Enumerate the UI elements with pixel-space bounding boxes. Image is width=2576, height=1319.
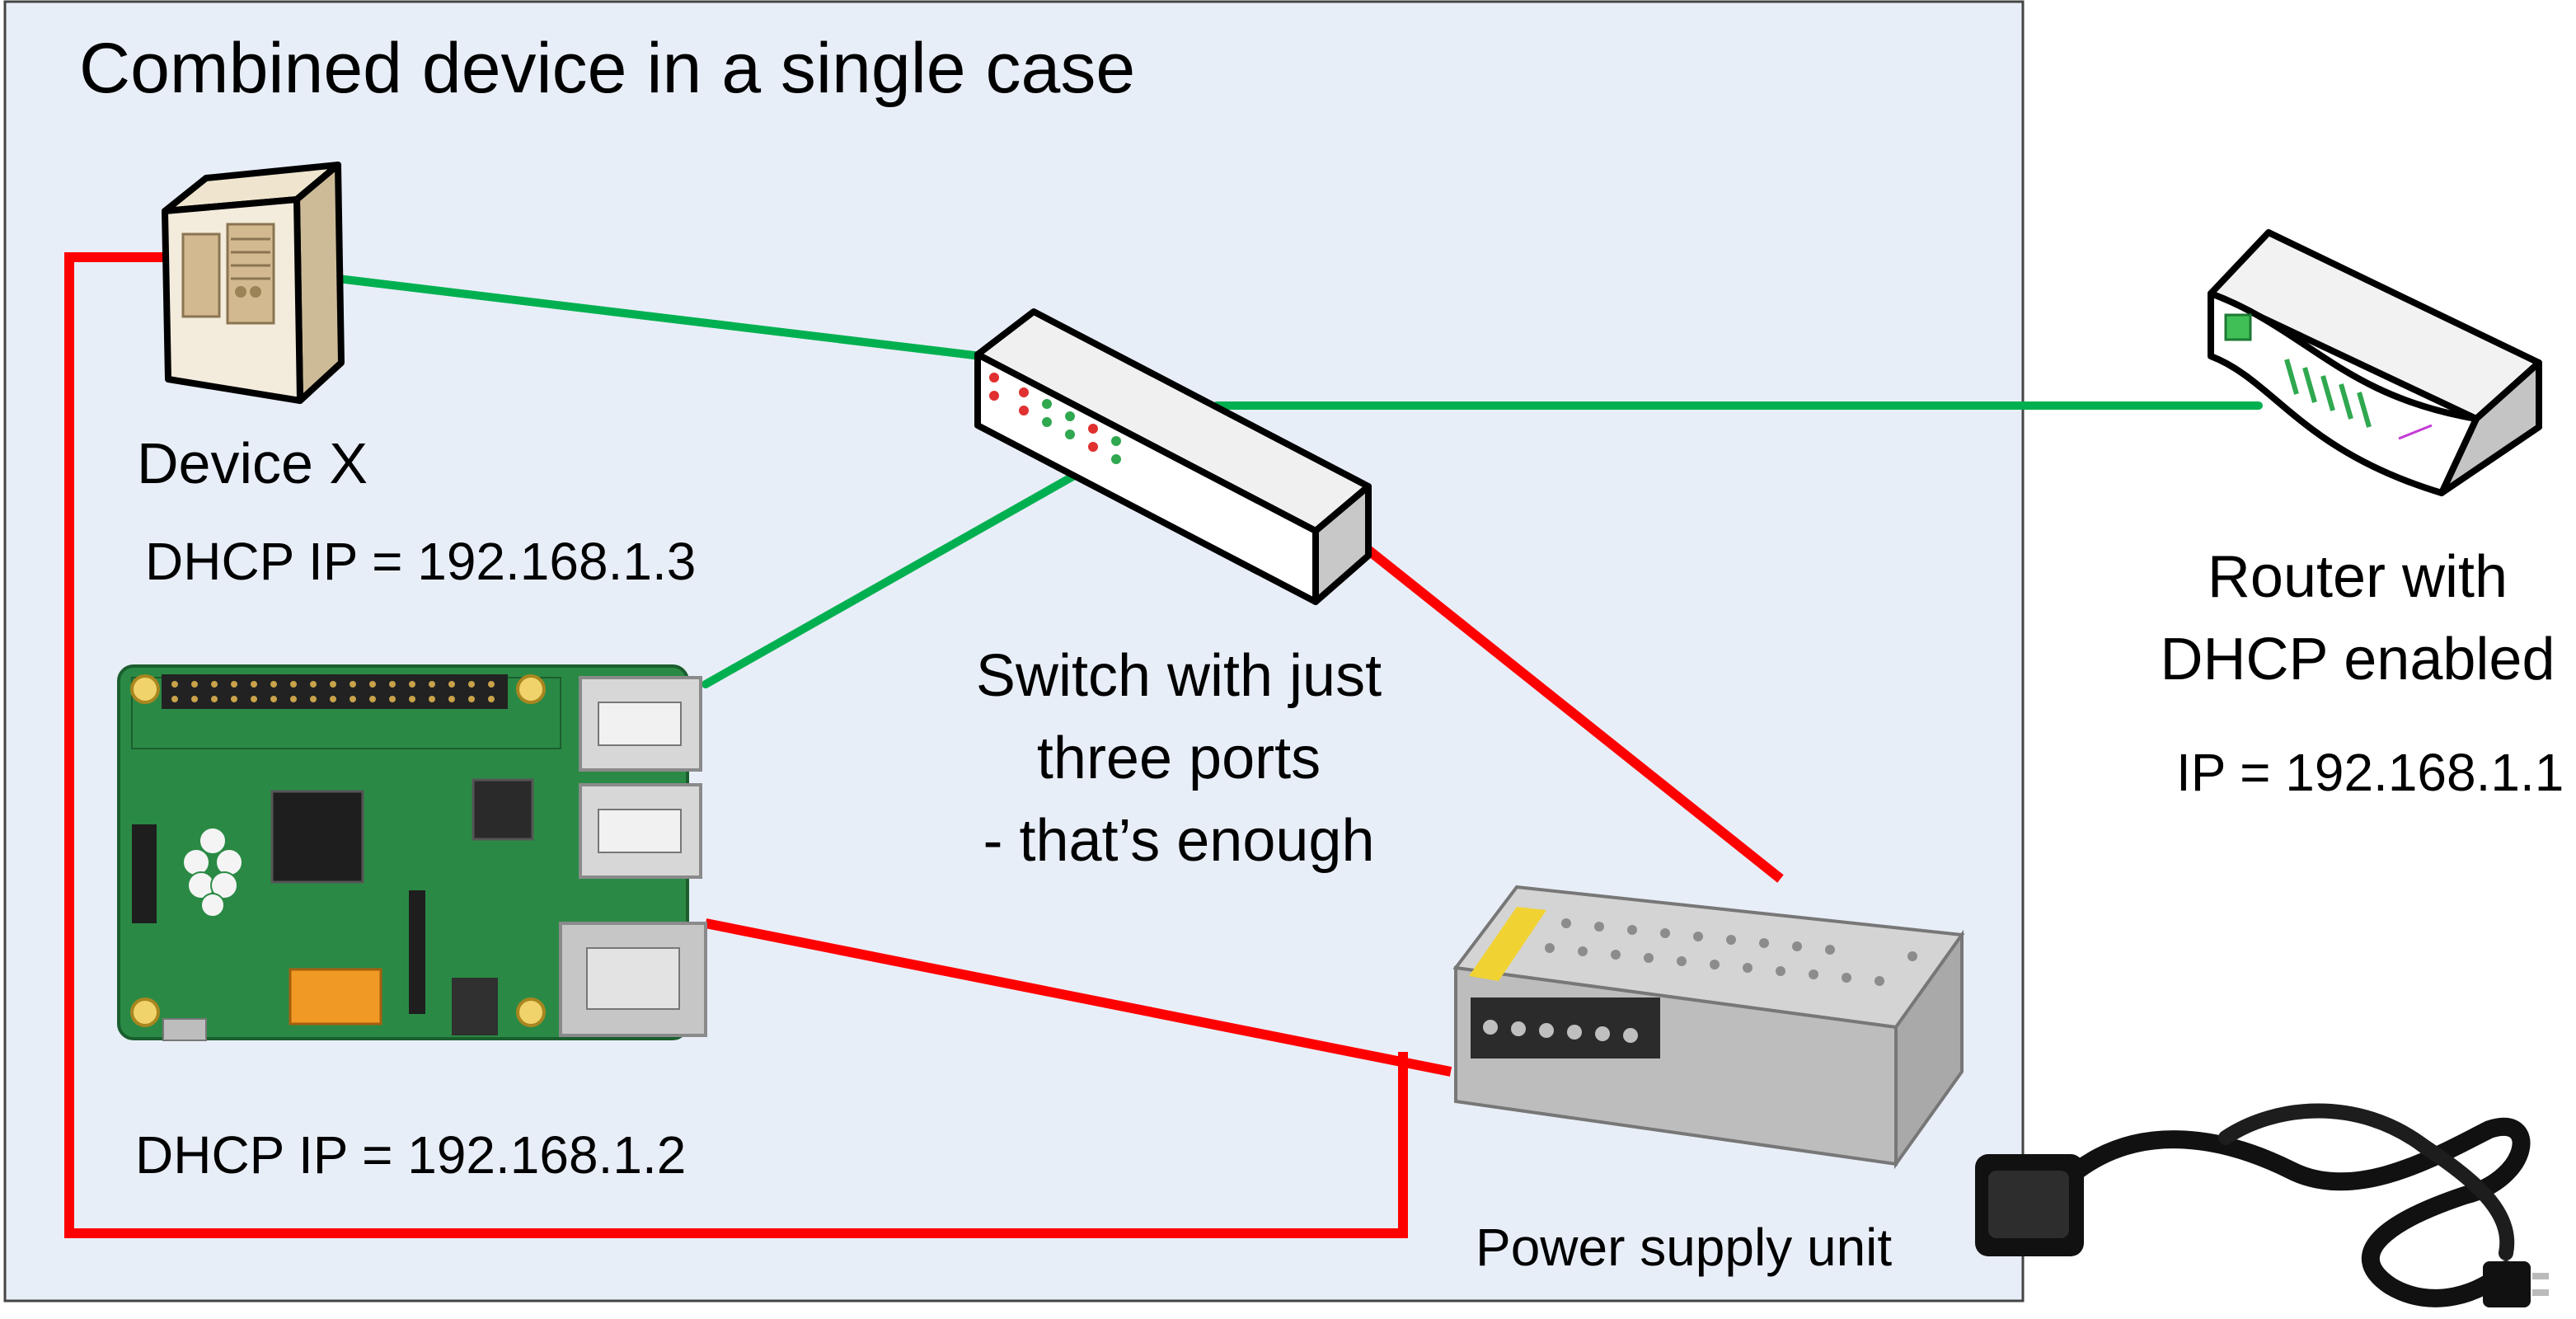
router-label-line-1: Router with <box>2207 544 2508 610</box>
power-cord-icon <box>1975 1103 2549 1307</box>
network-cables <box>334 275 2263 688</box>
device-x-ip: DHCP IP = 192.168.1.3 <box>145 532 697 591</box>
switch-icon <box>974 308 1372 605</box>
cable-switch-pi <box>701 467 1086 688</box>
device-x-label: Device X <box>137 431 368 495</box>
switch-label-line-2: three ports <box>1036 725 1321 791</box>
switch-label-line-1: Switch with just <box>975 643 1382 709</box>
power-cables <box>64 252 1784 1238</box>
case-title: Combined device in a single case <box>79 29 1136 108</box>
power-cable-pi <box>704 918 1452 1077</box>
router-icon <box>2208 229 2542 496</box>
power-cable-devicex <box>64 252 1408 1238</box>
power-supply-icon <box>1452 885 1965 1170</box>
switch-label-line-3: - that’s enough <box>983 808 1375 874</box>
raspberry-pi-board <box>117 664 707 1041</box>
router-ip: IP = 192.168.1.1 <box>2176 743 2564 802</box>
router-label-line-2: DHCP enabled <box>2160 627 2555 692</box>
psu-label: Power supply unit <box>1476 1218 1893 1277</box>
raspberry-logo-icon <box>182 827 243 918</box>
power-cable-switch <box>1362 543 1784 883</box>
cable-devicex-switch <box>334 275 985 360</box>
switch-label: Switch with just three ports - that’s en… <box>923 635 1434 882</box>
device-x-icon <box>162 162 345 404</box>
router-label: Router with DHCP enabled <box>2143 536 2572 701</box>
raspberry-pi-ip: DHCP IP = 192.168.1.2 <box>135 1125 687 1185</box>
